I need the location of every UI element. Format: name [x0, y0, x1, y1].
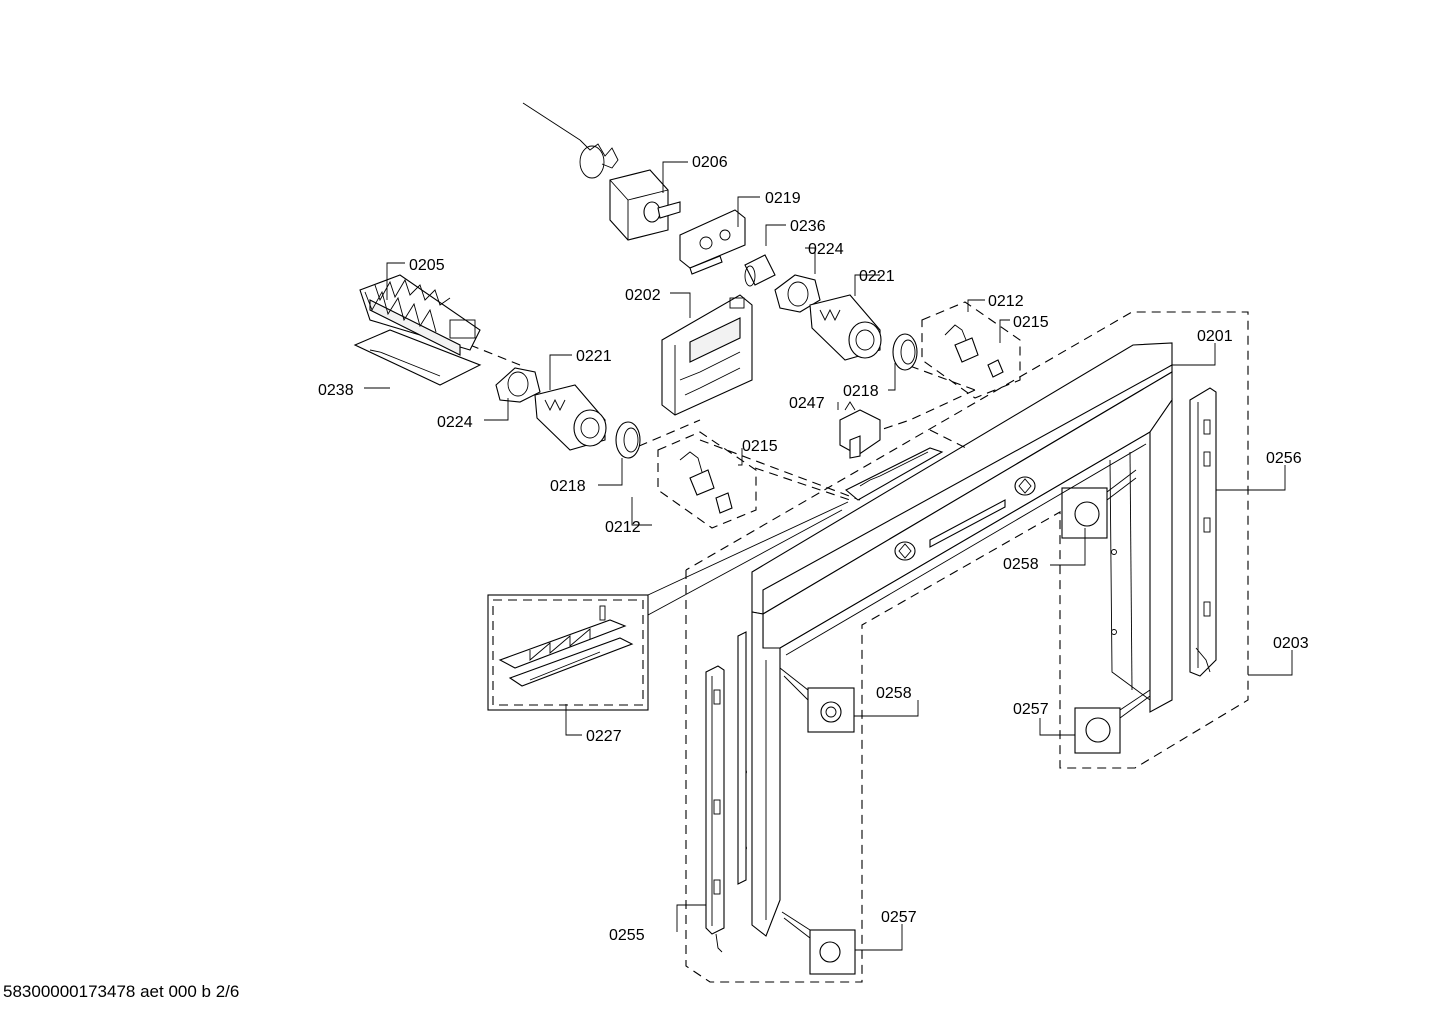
detail-0258-left [779, 667, 855, 733]
switch-0221-upper [809, 294, 882, 361]
front-frame-0201 [737, 342, 1173, 937]
detail-box-0227 [487, 501, 849, 711]
label-0205: 0205 [409, 257, 445, 274]
thermostat-0206 [522, 102, 681, 241]
ring-0218-upper [892, 333, 918, 371]
label-0224-upper: 0224 [808, 241, 844, 258]
label-0256: 0256 [1266, 450, 1302, 467]
label-0215-lower: 0215 [742, 438, 778, 455]
spindle-0236 [744, 254, 776, 287]
label-0219: 0219 [765, 190, 801, 207]
bracket-0219 [679, 209, 746, 275]
label-0218-lower: 0218 [550, 478, 586, 495]
label-0221-upper: 0221 [859, 268, 895, 285]
mounting-plate-0238 [353, 329, 482, 386]
clip-0224-lower [495, 367, 541, 403]
label-0257-left: 0257 [881, 909, 917, 926]
label-0224-lower: 0224 [437, 414, 473, 431]
detail-0257-left [781, 911, 856, 975]
callout-labels: 0206 0219 0236 0224 0221 0205 0238 0202 … [318, 154, 1309, 944]
side-trim-0256 [1189, 387, 1217, 677]
control-module-0202 [661, 294, 753, 416]
label-0203: 0203 [1273, 635, 1309, 652]
ring-0218-lower [615, 421, 641, 459]
label-0255: 0255 [609, 927, 645, 944]
light-assembly-lower [657, 431, 757, 529]
label-leaders [364, 161, 1293, 951]
sensor-0247 [839, 401, 881, 459]
label-0221-lower: 0221 [576, 348, 612, 365]
label-0212-upper: 0212 [988, 293, 1024, 310]
switch-0221-lower [534, 384, 607, 451]
label-0227: 0227 [586, 728, 622, 745]
assembly-boundary-0203 [685, 311, 1249, 983]
drawing-number: 58300000173478 aet 000 b 2/6 [3, 982, 240, 1001]
label-0236: 0236 [790, 218, 826, 235]
label-0258-left: 0258 [876, 685, 912, 702]
label-0258-right: 0258 [1003, 556, 1039, 573]
label-0247: 0247 [789, 395, 825, 412]
knob-hole-2 [1014, 476, 1036, 496]
label-0257-right: 0257 [1013, 701, 1049, 718]
label-0202: 0202 [625, 287, 661, 304]
button-module-on-frame [845, 447, 944, 501]
side-trim-0255 [705, 665, 725, 953]
detail-0257-right [1074, 689, 1151, 754]
label-0218-upper: 0218 [843, 383, 879, 400]
clip-0224-upper [774, 274, 821, 313]
knob-hole-1 [894, 541, 916, 561]
switch-block-0205 [359, 274, 481, 356]
label-0212-lower: 0212 [605, 519, 641, 536]
label-0215-upper: 0215 [1013, 314, 1049, 331]
label-0206: 0206 [692, 154, 728, 171]
detail-0258-right [1061, 469, 1137, 539]
label-0238: 0238 [318, 382, 354, 399]
label-0201: 0201 [1197, 328, 1233, 345]
light-assembly-upper [921, 301, 1021, 399]
